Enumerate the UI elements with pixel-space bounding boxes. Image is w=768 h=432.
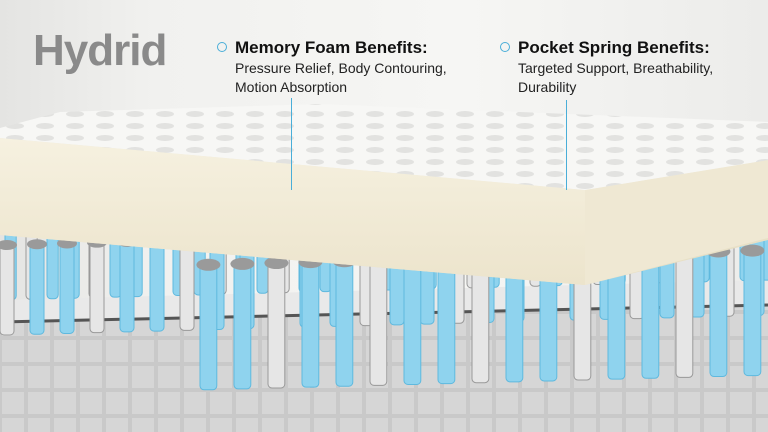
spring-coil: [301, 261, 320, 388]
spring-coil: [675, 251, 694, 378]
spring-cap: [0, 240, 17, 250]
spring-cap: [740, 244, 765, 257]
product-title: Hydrid: [33, 26, 167, 75]
spring-coil: [119, 241, 135, 333]
spring-coil: [179, 239, 195, 331]
spring-coil: [403, 258, 422, 385]
spring-coil: [233, 263, 252, 390]
spring-coil: [0, 244, 15, 336]
spring-coil: [743, 250, 762, 377]
spring-coil: [199, 264, 218, 391]
spring-coil: [369, 259, 388, 386]
bullet-icon: [500, 42, 510, 52]
spring-cap: [264, 257, 289, 270]
memory-foam-benefits: Memory Foam Benefits: Pressure Relief, B…: [217, 38, 447, 96]
spring-coil: [89, 242, 105, 334]
spring-coil: [437, 258, 456, 385]
spring-cap: [27, 239, 47, 250]
spring-coil: [59, 242, 75, 334]
bullet-icon: [217, 42, 227, 52]
benefit-heading: Memory Foam Benefits:: [235, 38, 428, 57]
spring-coil: [641, 252, 660, 379]
benefit-line: Durability: [518, 79, 577, 95]
benefit-heading: Pocket Spring Benefits:: [518, 38, 710, 57]
spring-cap: [230, 257, 255, 270]
leader-line: [291, 98, 292, 190]
spring-cap: [196, 258, 221, 271]
pocket-spring-benefits: Pocket Spring Benefits: Targeted Support…: [500, 38, 714, 96]
foam-right-face: [585, 160, 768, 285]
spring-coil: [267, 262, 286, 389]
benefit-line: Targeted Support, Breathability,: [518, 60, 714, 76]
memory-foam-layer: [0, 138, 585, 285]
benefit-line: Motion Absorption: [235, 79, 348, 95]
leader-line: [566, 100, 567, 190]
spring-coil: [149, 240, 165, 332]
quilted-top-layer: [0, 104, 768, 190]
spring-coil: [335, 260, 354, 387]
spring-coil: [29, 243, 45, 335]
spring-coil: [709, 251, 728, 378]
benefit-line: Pressure Relief, Body Contouring,: [235, 60, 447, 76]
